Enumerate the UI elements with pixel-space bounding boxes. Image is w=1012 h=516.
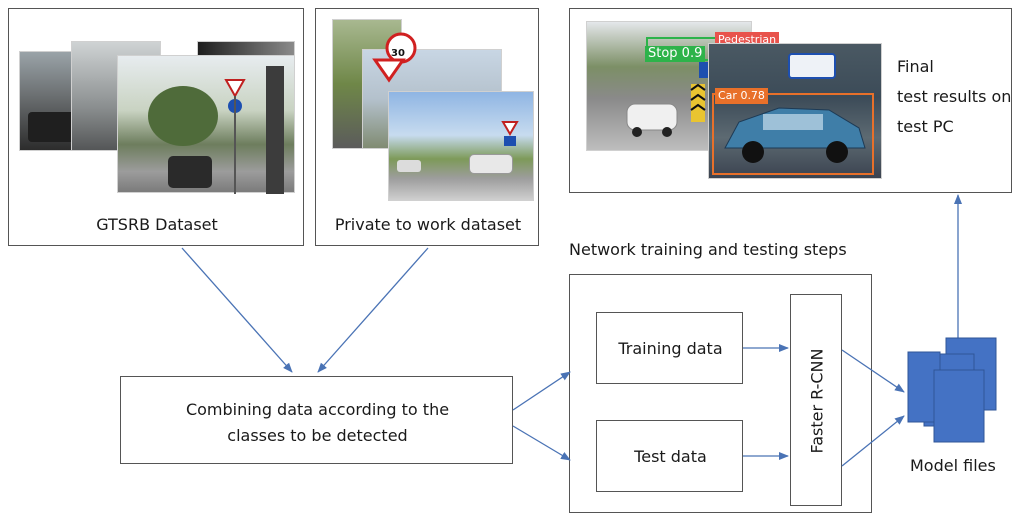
test-data-box: Test data [596,420,743,492]
speed-limit-sign-icon [372,32,417,83]
combine-text: Combining data according to the classes … [185,400,450,445]
car-detection-icon [712,53,874,175]
faster-rcnn-box: Faster R-CNN [790,294,842,506]
combine-data-box: Combining data according to the classes … [120,376,513,464]
final-line3: test PC [897,117,954,136]
network-section-title: Network training and testing steps [569,240,847,259]
gtsrb-dataset-box: GTSRB Dataset [8,8,304,246]
gtsrb-photo-main [117,55,295,194]
final-results-box: Stop 0.9 Pedestrian Car 0.78 Final test … [569,8,1012,193]
stop-detection-label: Stop 0.9 [645,46,706,62]
result-photo-car: Car 0.78 [708,43,882,179]
model-files-label: Model files [910,456,996,475]
training-data-box: Training data [596,312,743,384]
private-dataset-box: 30 Private to work dataset [315,8,539,246]
triangle-sign-icon [501,121,519,146]
test-data-label: Test data [634,447,707,466]
private-photo-main [388,91,534,201]
speed-limit-text: 30 [391,48,405,59]
car-detection-label: Car 0.78 [715,88,768,104]
yield-sign-icon [224,79,246,194]
final-line1: Final [897,57,934,76]
model-files-icon [907,337,997,443]
final-line2: test results on [897,87,1012,106]
training-data-label: Training data [618,339,723,358]
gtsrb-label: GTSRB Dataset [96,215,218,234]
private-label: Private to work dataset [334,215,522,234]
